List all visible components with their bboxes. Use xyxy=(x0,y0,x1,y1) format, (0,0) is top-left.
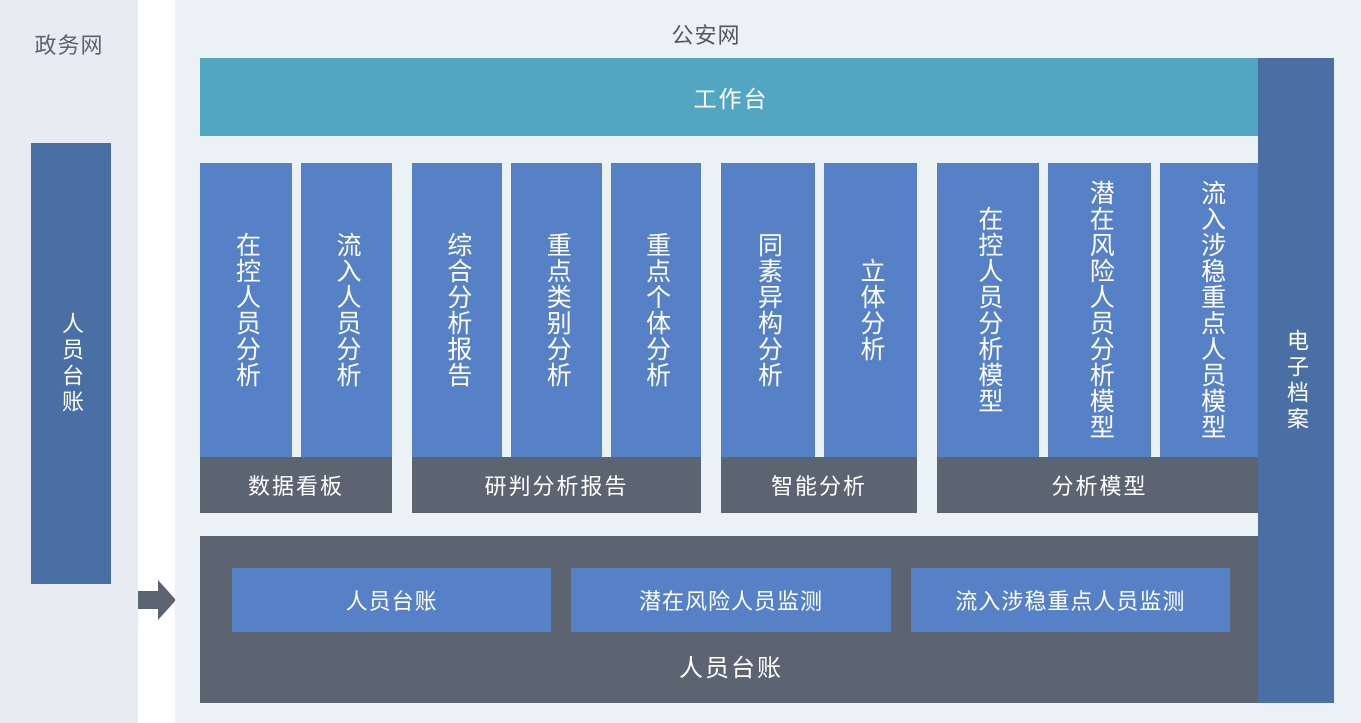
module-group-footer[interactable]: 研判分析报告 xyxy=(412,457,701,513)
module-group-footer[interactable]: 智能分析 xyxy=(721,457,917,513)
module-group-footer-label: 分析模型 xyxy=(1051,474,1148,499)
module-group-cards: 在控人员分析 流入人员分析 xyxy=(200,163,392,457)
module-card-label: 在控人员分析模型 xyxy=(974,206,1003,414)
workbench-bar-label: 工作台 xyxy=(693,86,769,112)
module-card[interactable]: 重点类别分析 xyxy=(511,163,602,457)
personnel-ledger-panel-label: 人员台账 xyxy=(679,655,783,682)
module-card-label: 同素异构分析 xyxy=(754,232,783,388)
module-card[interactable]: 综合分析报告 xyxy=(412,163,503,457)
module-group-intelligent-analysis: 同素异构分析 立体分析 智能分析 xyxy=(721,163,917,513)
module-card[interactable]: 流入人员分析 xyxy=(300,163,392,457)
module-group-cards: 同素异构分析 立体分析 xyxy=(721,163,917,457)
module-card[interactable]: 立体分析 xyxy=(823,163,917,457)
module-group-analysis-model: 在控人员分析模型 潜在风险人员分析模型 流入涉稳重点人员模型 分析模型 xyxy=(937,163,1262,513)
personnel-ledger-cards: 人员台账 潜在风险人员监测 流入涉稳重点人员监测 xyxy=(232,568,1230,632)
workbench-bar[interactable]: 工作台 xyxy=(200,58,1262,136)
module-card[interactable]: 同素异构分析 xyxy=(721,163,815,457)
electronic-archive-bar-label: 电子档案 xyxy=(1283,328,1309,433)
public-security-network-panel: 公安网 工作台 在控人员分析 流入人员分析 数据看板 xyxy=(175,0,1361,723)
module-group-footer[interactable]: 分析模型 xyxy=(937,457,1262,513)
module-group-analysis-report: 综合分析报告 重点类别分析 重点个体分析 研判分析报告 xyxy=(412,163,701,513)
ledger-card[interactable]: 潜在风险人员监测 xyxy=(571,568,891,632)
module-group-footer-label: 智能分析 xyxy=(770,474,867,499)
module-card[interactable]: 潜在风险人员分析模型 xyxy=(1048,163,1151,457)
module-card-label: 潜在风险人员分析模型 xyxy=(1086,180,1115,440)
arrow-right-icon xyxy=(138,578,176,622)
personnel-ledger-panel: 人员台账 潜在风险人员监测 流入涉稳重点人员监测 人员台账 xyxy=(200,536,1262,703)
module-card-label: 重点个体分析 xyxy=(642,232,671,388)
module-card-label: 综合分析报告 xyxy=(443,232,472,388)
module-card[interactable]: 在控人员分析模型 xyxy=(937,163,1040,457)
ledger-card[interactable]: 流入涉稳重点人员监测 xyxy=(910,568,1230,632)
module-card-label: 在控人员分析 xyxy=(232,232,261,388)
ledger-card-label: 人员台账 xyxy=(345,589,438,614)
module-group-footer-label: 研判分析报告 xyxy=(484,474,629,499)
ledger-card-label: 流入涉稳重点人员监测 xyxy=(955,589,1186,614)
module-card-label: 重点类别分析 xyxy=(543,232,572,388)
ledger-card[interactable]: 人员台账 xyxy=(232,568,552,632)
module-card[interactable]: 在控人员分析 xyxy=(200,163,292,457)
electronic-archive-bar[interactable]: 电子档案 xyxy=(1258,58,1334,703)
government-network-panel: 政务网 人员台账 xyxy=(0,0,138,723)
personnel-ledger-side-bar[interactable]: 人员台账 xyxy=(31,143,111,584)
module-group-cards: 在控人员分析模型 潜在风险人员分析模型 流入涉稳重点人员模型 xyxy=(937,163,1262,457)
module-groups: 在控人员分析 流入人员分析 数据看板 综合分析报告 重点类别 xyxy=(200,163,1262,513)
module-group-footer[interactable]: 数据看板 xyxy=(200,457,392,513)
public-security-network-title: 公安网 xyxy=(671,23,741,48)
government-network-title: 政务网 xyxy=(34,33,104,58)
module-card[interactable]: 重点个体分析 xyxy=(610,163,701,457)
module-group-data-dashboard: 在控人员分析 流入人员分析 数据看板 xyxy=(200,163,392,513)
module-card-label: 流入人员分析 xyxy=(333,232,361,388)
module-card-label: 流入涉稳重点人员模型 xyxy=(1197,180,1226,440)
personnel-ledger-side-bar-label: 人员台账 xyxy=(58,311,84,416)
module-group-cards: 综合分析报告 重点类别分析 重点个体分析 xyxy=(412,163,701,457)
module-group-footer-label: 数据看板 xyxy=(247,474,344,499)
module-card[interactable]: 流入涉稳重点人员模型 xyxy=(1159,163,1262,457)
module-card-label: 立体分析 xyxy=(857,258,885,362)
ledger-card-label: 潜在风险人员监测 xyxy=(638,589,823,614)
